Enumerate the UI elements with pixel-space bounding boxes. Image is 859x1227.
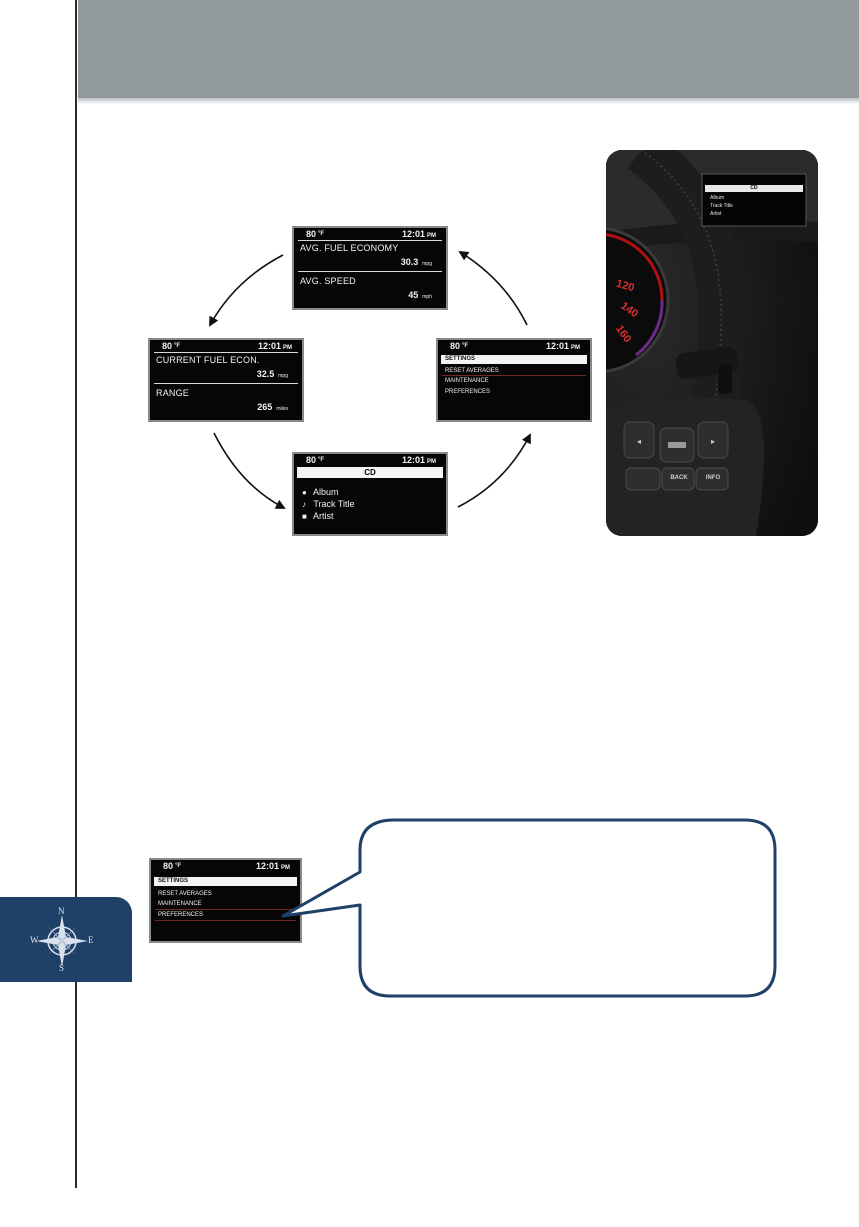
mini-display-title: CD bbox=[750, 185, 758, 191]
mini-display-album: Album bbox=[710, 195, 725, 201]
menu-item-preferences: PREFERENCES bbox=[445, 389, 491, 395]
temperature-unit: °F bbox=[175, 863, 182, 869]
clock: 12:01 bbox=[545, 341, 569, 351]
avg-fuel-economy-unit: mpg bbox=[422, 261, 432, 267]
compass-north: N bbox=[58, 906, 65, 916]
steering-wheel-photo: ◂ ▸ 120 140 160 BACK INFO CD Album Track… bbox=[606, 150, 818, 536]
avg-speed-label: AVG. SPEED bbox=[300, 276, 356, 286]
divider bbox=[298, 240, 442, 241]
current-fuel-econ-value: 32.5 bbox=[256, 369, 275, 379]
clock-ampm: PM bbox=[427, 233, 436, 239]
divider bbox=[154, 352, 298, 353]
margin-line bbox=[75, 0, 77, 1188]
menu-item-reset-averages: RESET AVERAGES bbox=[445, 368, 499, 374]
temperature-unit: °F bbox=[318, 231, 325, 237]
avg-speed-value: 45 bbox=[408, 290, 419, 300]
range-unit: miles bbox=[276, 406, 288, 412]
divider bbox=[154, 383, 298, 384]
clock-ampm: PM bbox=[281, 865, 290, 871]
current-fuel-econ-label: CURRENT FUEL ECON. bbox=[156, 355, 260, 365]
clock: 12:01 bbox=[257, 341, 281, 351]
compass-east: E bbox=[88, 935, 94, 945]
person-icon: ■ bbox=[302, 512, 307, 521]
steering-wheel-illustration: ◂ ▸ bbox=[606, 150, 818, 536]
settings-title: SETTINGS bbox=[154, 877, 297, 886]
current-fuel-econ-unit: mpg bbox=[278, 373, 288, 379]
cd-item-artist: ■ Artist bbox=[302, 511, 334, 521]
clock-ampm: PM bbox=[427, 459, 436, 465]
avg-speed-unit: mph bbox=[422, 294, 432, 300]
clock-ampm: PM bbox=[571, 345, 580, 351]
menu-item-preferences: PREFERENCES bbox=[158, 912, 204, 918]
info-button[interactable]: INFO bbox=[705, 475, 721, 481]
header-shadow bbox=[78, 98, 859, 104]
cd-item-track: ♪ Track Title bbox=[302, 499, 355, 509]
temperature: 80 bbox=[163, 861, 174, 871]
mini-display-track: Track Title bbox=[710, 203, 733, 209]
clock: 12:01 bbox=[401, 455, 425, 465]
menu-item-maintenance: MAINTENANCE bbox=[158, 901, 202, 907]
range-value: 265 bbox=[257, 402, 273, 412]
arrow-bottom-to-right bbox=[457, 433, 531, 508]
clock-ampm: PM bbox=[283, 345, 292, 351]
music-note-icon: ♪ bbox=[302, 500, 306, 509]
clock: 12:01 bbox=[255, 861, 279, 871]
divider bbox=[298, 271, 442, 272]
temperature: 80 bbox=[306, 229, 317, 239]
svg-text:◂: ◂ bbox=[637, 437, 641, 446]
avg-fuel-economy-label: AVG. FUEL ECONOMY bbox=[300, 243, 399, 253]
svg-text:▸: ▸ bbox=[711, 437, 715, 446]
cd-title: CD bbox=[297, 467, 443, 478]
compass-south: S bbox=[59, 963, 65, 973]
avg-fuel-economy-value: 30.3 bbox=[400, 257, 419, 267]
compass-rose-icon bbox=[36, 915, 88, 967]
header-bar bbox=[78, 0, 859, 98]
menu-highlight-rule bbox=[442, 375, 586, 376]
menu-highlight-rule bbox=[155, 909, 296, 910]
menu-item-maintenance: MAINTENANCE bbox=[445, 378, 489, 384]
arrow-right-to-top bbox=[458, 250, 528, 326]
menu-highlight-rule bbox=[155, 920, 296, 921]
temperature-unit: °F bbox=[462, 343, 469, 349]
temperature-unit: °F bbox=[318, 457, 325, 463]
temperature: 80 bbox=[450, 341, 461, 351]
back-button[interactable]: BACK bbox=[670, 475, 688, 481]
compass-west: W bbox=[30, 935, 39, 945]
arrow-left-to-bottom bbox=[213, 432, 286, 509]
temperature-unit: °F bbox=[174, 343, 181, 349]
clock: 12:01 bbox=[401, 229, 425, 239]
temperature: 80 bbox=[306, 455, 317, 465]
temperature: 80 bbox=[162, 341, 173, 351]
cd-item-album: ● Album bbox=[302, 487, 339, 497]
arrow-top-to-left bbox=[209, 254, 284, 327]
settings-title: SETTINGS bbox=[441, 355, 587, 364]
range-label: RANGE bbox=[156, 388, 190, 398]
menu-item-reset-averages: RESET AVERAGES bbox=[158, 891, 212, 897]
mini-display-artist: Artist bbox=[710, 211, 722, 217]
disc-icon: ● bbox=[302, 488, 307, 497]
